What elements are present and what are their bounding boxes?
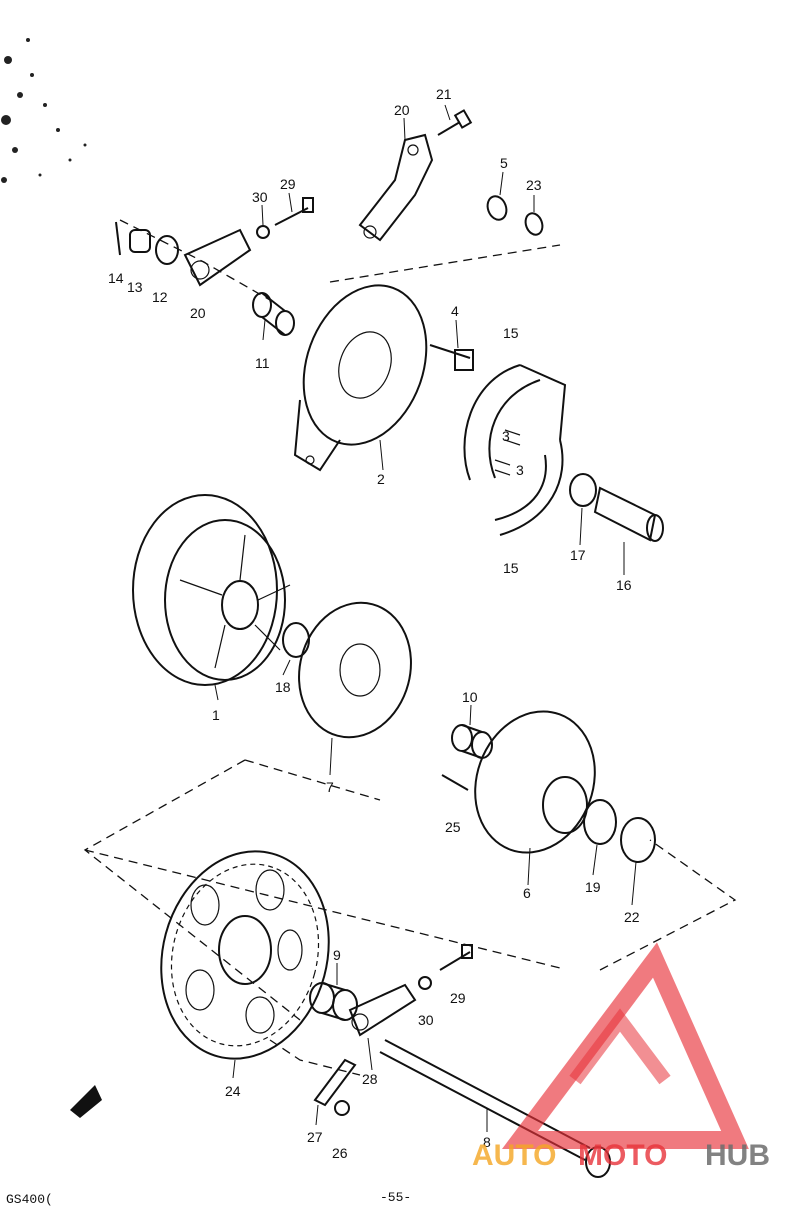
leader-lines: [214, 104, 637, 1132]
clip-27: [313, 1058, 357, 1107]
bearing-18: [282, 622, 310, 658]
label-2: 2: [377, 471, 385, 487]
oil-seal-22: [620, 817, 656, 863]
label-30-bottom: 30: [418, 1012, 434, 1028]
page-number: -55-: [380, 1190, 412, 1205]
watermark-hub: HUB: [705, 1139, 770, 1172]
rear-sprocket-24: [160, 850, 330, 1060]
torque-link-lower-20: [183, 228, 252, 287]
label-3-a: 3: [502, 428, 510, 444]
label-24: 24: [225, 1083, 241, 1099]
cush-damper-7: [298, 601, 412, 739]
label-26: 26: [332, 1145, 348, 1161]
label-18: 18: [275, 679, 291, 695]
sleeve-16: [593, 486, 664, 542]
torque-link-top: [358, 133, 434, 242]
label-11: 11: [255, 355, 270, 371]
label-29-top: 29: [280, 176, 296, 192]
direction-arrow-icon: [70, 1085, 102, 1118]
spring-3b: [494, 459, 511, 476]
label-17: 17: [570, 547, 586, 563]
label-5: 5: [500, 155, 508, 171]
spacer-10: [451, 724, 493, 759]
bolt-29-top: [274, 197, 314, 226]
label-9: 9: [333, 947, 341, 963]
wheel-hub-1: [132, 494, 291, 686]
label-30-top: 30: [252, 189, 268, 205]
cotter-pin-14: [115, 221, 121, 256]
washer-12: [155, 235, 179, 265]
label-7: 7: [326, 779, 334, 795]
watermark-auto: AUTO: [472, 1139, 556, 1172]
brake-panel-2: [293, 284, 428, 472]
label-20-mid: 20: [190, 305, 206, 321]
label-6: 6: [523, 885, 531, 901]
label-1: 1: [212, 707, 220, 723]
spring-3a: [504, 429, 521, 446]
sprocket-carrier-6: [474, 710, 596, 854]
nut-30-top: [256, 225, 270, 239]
assembly-guide-lines: [83, 219, 737, 1076]
bolt-21: [437, 109, 473, 136]
label-28: 28: [362, 1071, 378, 1087]
label-16: 16: [616, 577, 632, 593]
label-20-top: 20: [394, 102, 410, 118]
label-4: 4: [451, 303, 459, 319]
bearing-19: [583, 799, 617, 845]
model-code: GS400(: [6, 1192, 53, 1207]
label-29-bottom: 29: [450, 990, 466, 1006]
label-12: 12: [152, 289, 168, 305]
watermark-moto: MOTO: [578, 1139, 667, 1172]
bolt-29-bottom: [439, 944, 473, 971]
torque-link-28: [348, 983, 417, 1037]
label-21: 21: [436, 86, 452, 102]
automotohub-watermark-logo: AUTO MOTO HUB: [472, 942, 770, 1172]
label-27: 27: [307, 1129, 323, 1145]
nut-30-bottom: [418, 976, 432, 990]
label-14: 14: [108, 270, 124, 286]
label-13: 13: [127, 279, 143, 295]
bearing-17: [569, 473, 597, 507]
washer-5: [486, 195, 508, 221]
label-23: 23: [526, 177, 542, 193]
bolt-25: [441, 774, 469, 791]
label-10: 10: [462, 689, 478, 705]
label-25: 25: [445, 819, 461, 835]
nut-13: [129, 229, 151, 253]
label-15-top: 15: [503, 325, 519, 341]
callout-labels: 21 20 5 23 29 30 14 13 12 20 11 4 15 3 3…: [108, 86, 640, 1161]
brake-shoes-15: [463, 364, 567, 536]
label-19: 19: [585, 879, 601, 895]
label-8: 8: [483, 1134, 491, 1150]
label-22: 22: [624, 909, 640, 925]
nut-26: [334, 1100, 350, 1116]
label-3-b: 3: [516, 462, 524, 478]
brake-cam-4: [429, 344, 474, 371]
spacer-11: [252, 292, 295, 336]
spacer-9: [309, 982, 358, 1021]
washer-23: [524, 212, 544, 236]
print-speckle: [1, 38, 87, 183]
label-15-bottom: 15: [503, 560, 519, 576]
